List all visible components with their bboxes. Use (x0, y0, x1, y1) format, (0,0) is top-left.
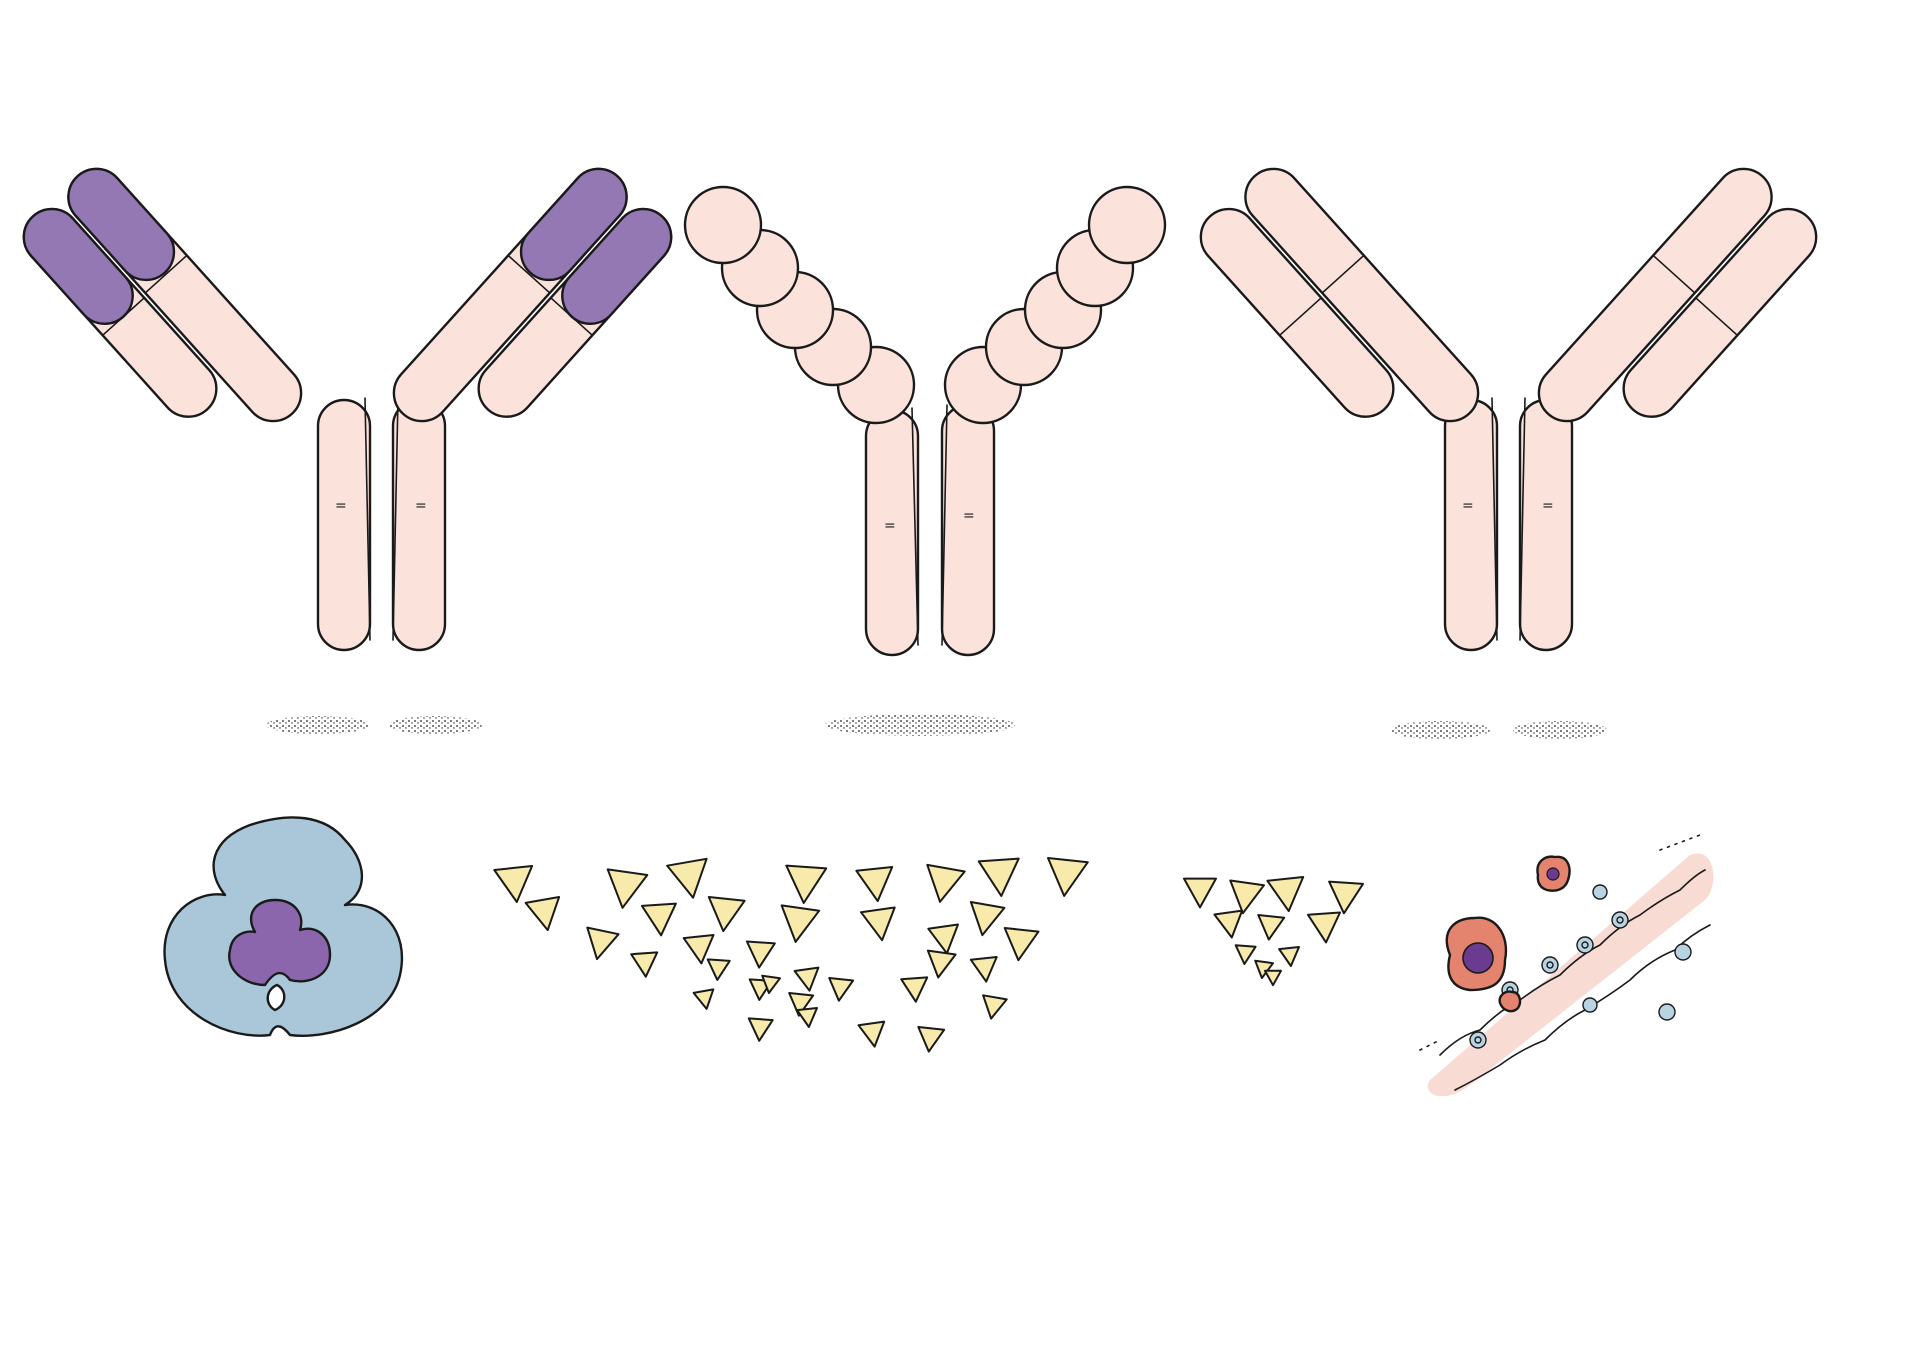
antigen-triangle (857, 1020, 886, 1048)
antibody-fc-stem-left: = (1443, 397, 1499, 652)
svg-text:=: = (1462, 498, 1474, 514)
antigen-triangle (855, 866, 894, 903)
shadow (1390, 721, 1490, 739)
antibody-domain-chain: = = (683, 185, 1167, 736)
antigen-triangle (969, 901, 1006, 937)
antigen-triangle (969, 956, 998, 983)
shadow (825, 714, 1015, 736)
antigen-triangle (796, 1007, 818, 1028)
antigen-cluster-small (1183, 876, 1364, 987)
antigen-triangle (682, 934, 715, 965)
antibody-fc-stem-right: = (391, 397, 447, 652)
antigen-triangle (900, 976, 929, 1003)
antibody-fab-arm-left (22, 167, 303, 423)
antigen-triangle (977, 857, 1020, 897)
antigen-triangle (1213, 909, 1244, 939)
antigen-triangle (780, 904, 821, 943)
antigen-triangle (745, 940, 776, 969)
antigen-triangle (493, 865, 534, 903)
antigen-triangle (606, 868, 649, 909)
antigen-triangle (1229, 879, 1265, 915)
antigen-triangle (1307, 911, 1341, 944)
antigen-triangle (630, 951, 659, 978)
antibody-fc-stem-right: = (940, 403, 996, 657)
antigen-triangle (1278, 946, 1300, 967)
antigen-triangle (982, 994, 1008, 1020)
beaded-arm-left (683, 185, 916, 425)
antigen-triangle (692, 988, 715, 1010)
antigen-triangle (927, 923, 959, 955)
svg-text:=: = (415, 498, 427, 514)
antigen-triangle (1047, 857, 1089, 897)
antigen-triangle (1328, 880, 1364, 915)
antibody-fc-stem-left: = (864, 407, 920, 657)
antibody-fab-arm-right (392, 167, 673, 423)
svg-text:=: = (884, 518, 896, 534)
immune-cell-small (1498, 990, 1522, 1013)
antigen-triangle (788, 992, 815, 1017)
antibody-fab-arm-left (1199, 167, 1480, 423)
antibody-chimeric: = = (22, 167, 673, 734)
antigen-triangle (793, 966, 820, 992)
blood-vessel (1419, 834, 1714, 1097)
shadow (266, 716, 370, 734)
antibody-fc-stem-left: = (316, 397, 372, 652)
antigen-triangle (641, 902, 677, 937)
svg-text:=: = (335, 498, 347, 514)
shadow (1513, 721, 1607, 739)
shadow (388, 716, 482, 734)
antigen-triangle (828, 977, 855, 1002)
antigen-cluster-large (493, 857, 1089, 1053)
antigen-triangle (1183, 877, 1217, 909)
antigen-triangle (785, 864, 828, 904)
antigen-triangle (666, 857, 708, 899)
svg-text:=: = (1542, 498, 1554, 514)
antigen-triangle (926, 949, 957, 979)
antigen-triangle (1003, 927, 1040, 962)
tumor-cell (163, 816, 404, 1037)
antigen-triangle (747, 1017, 774, 1042)
antigen-triangle (917, 1026, 946, 1053)
antigen-triangle (1234, 944, 1257, 965)
immune-cell-small (1536, 855, 1571, 892)
antigen-triangle (1266, 876, 1305, 913)
antigen-triangle (706, 958, 731, 981)
immune-cell-large (1445, 916, 1508, 992)
antigen-triangle (707, 896, 746, 933)
antibody-fc-stem-right: = (1518, 397, 1574, 652)
svg-text:=: = (963, 508, 975, 524)
antigen-triangle (926, 863, 966, 903)
antibody-fab-arm-right (1537, 167, 1818, 423)
antigen-triangle (1257, 914, 1286, 941)
antigen-triangle (761, 974, 781, 994)
antigen-triangle (524, 896, 561, 932)
beaded-arm-right (943, 185, 1167, 425)
antigen-triangle (1264, 969, 1282, 987)
antigen-triangle (860, 906, 896, 942)
antigen-triangle (586, 926, 620, 961)
antibody-humanized: = = (1199, 167, 1818, 739)
